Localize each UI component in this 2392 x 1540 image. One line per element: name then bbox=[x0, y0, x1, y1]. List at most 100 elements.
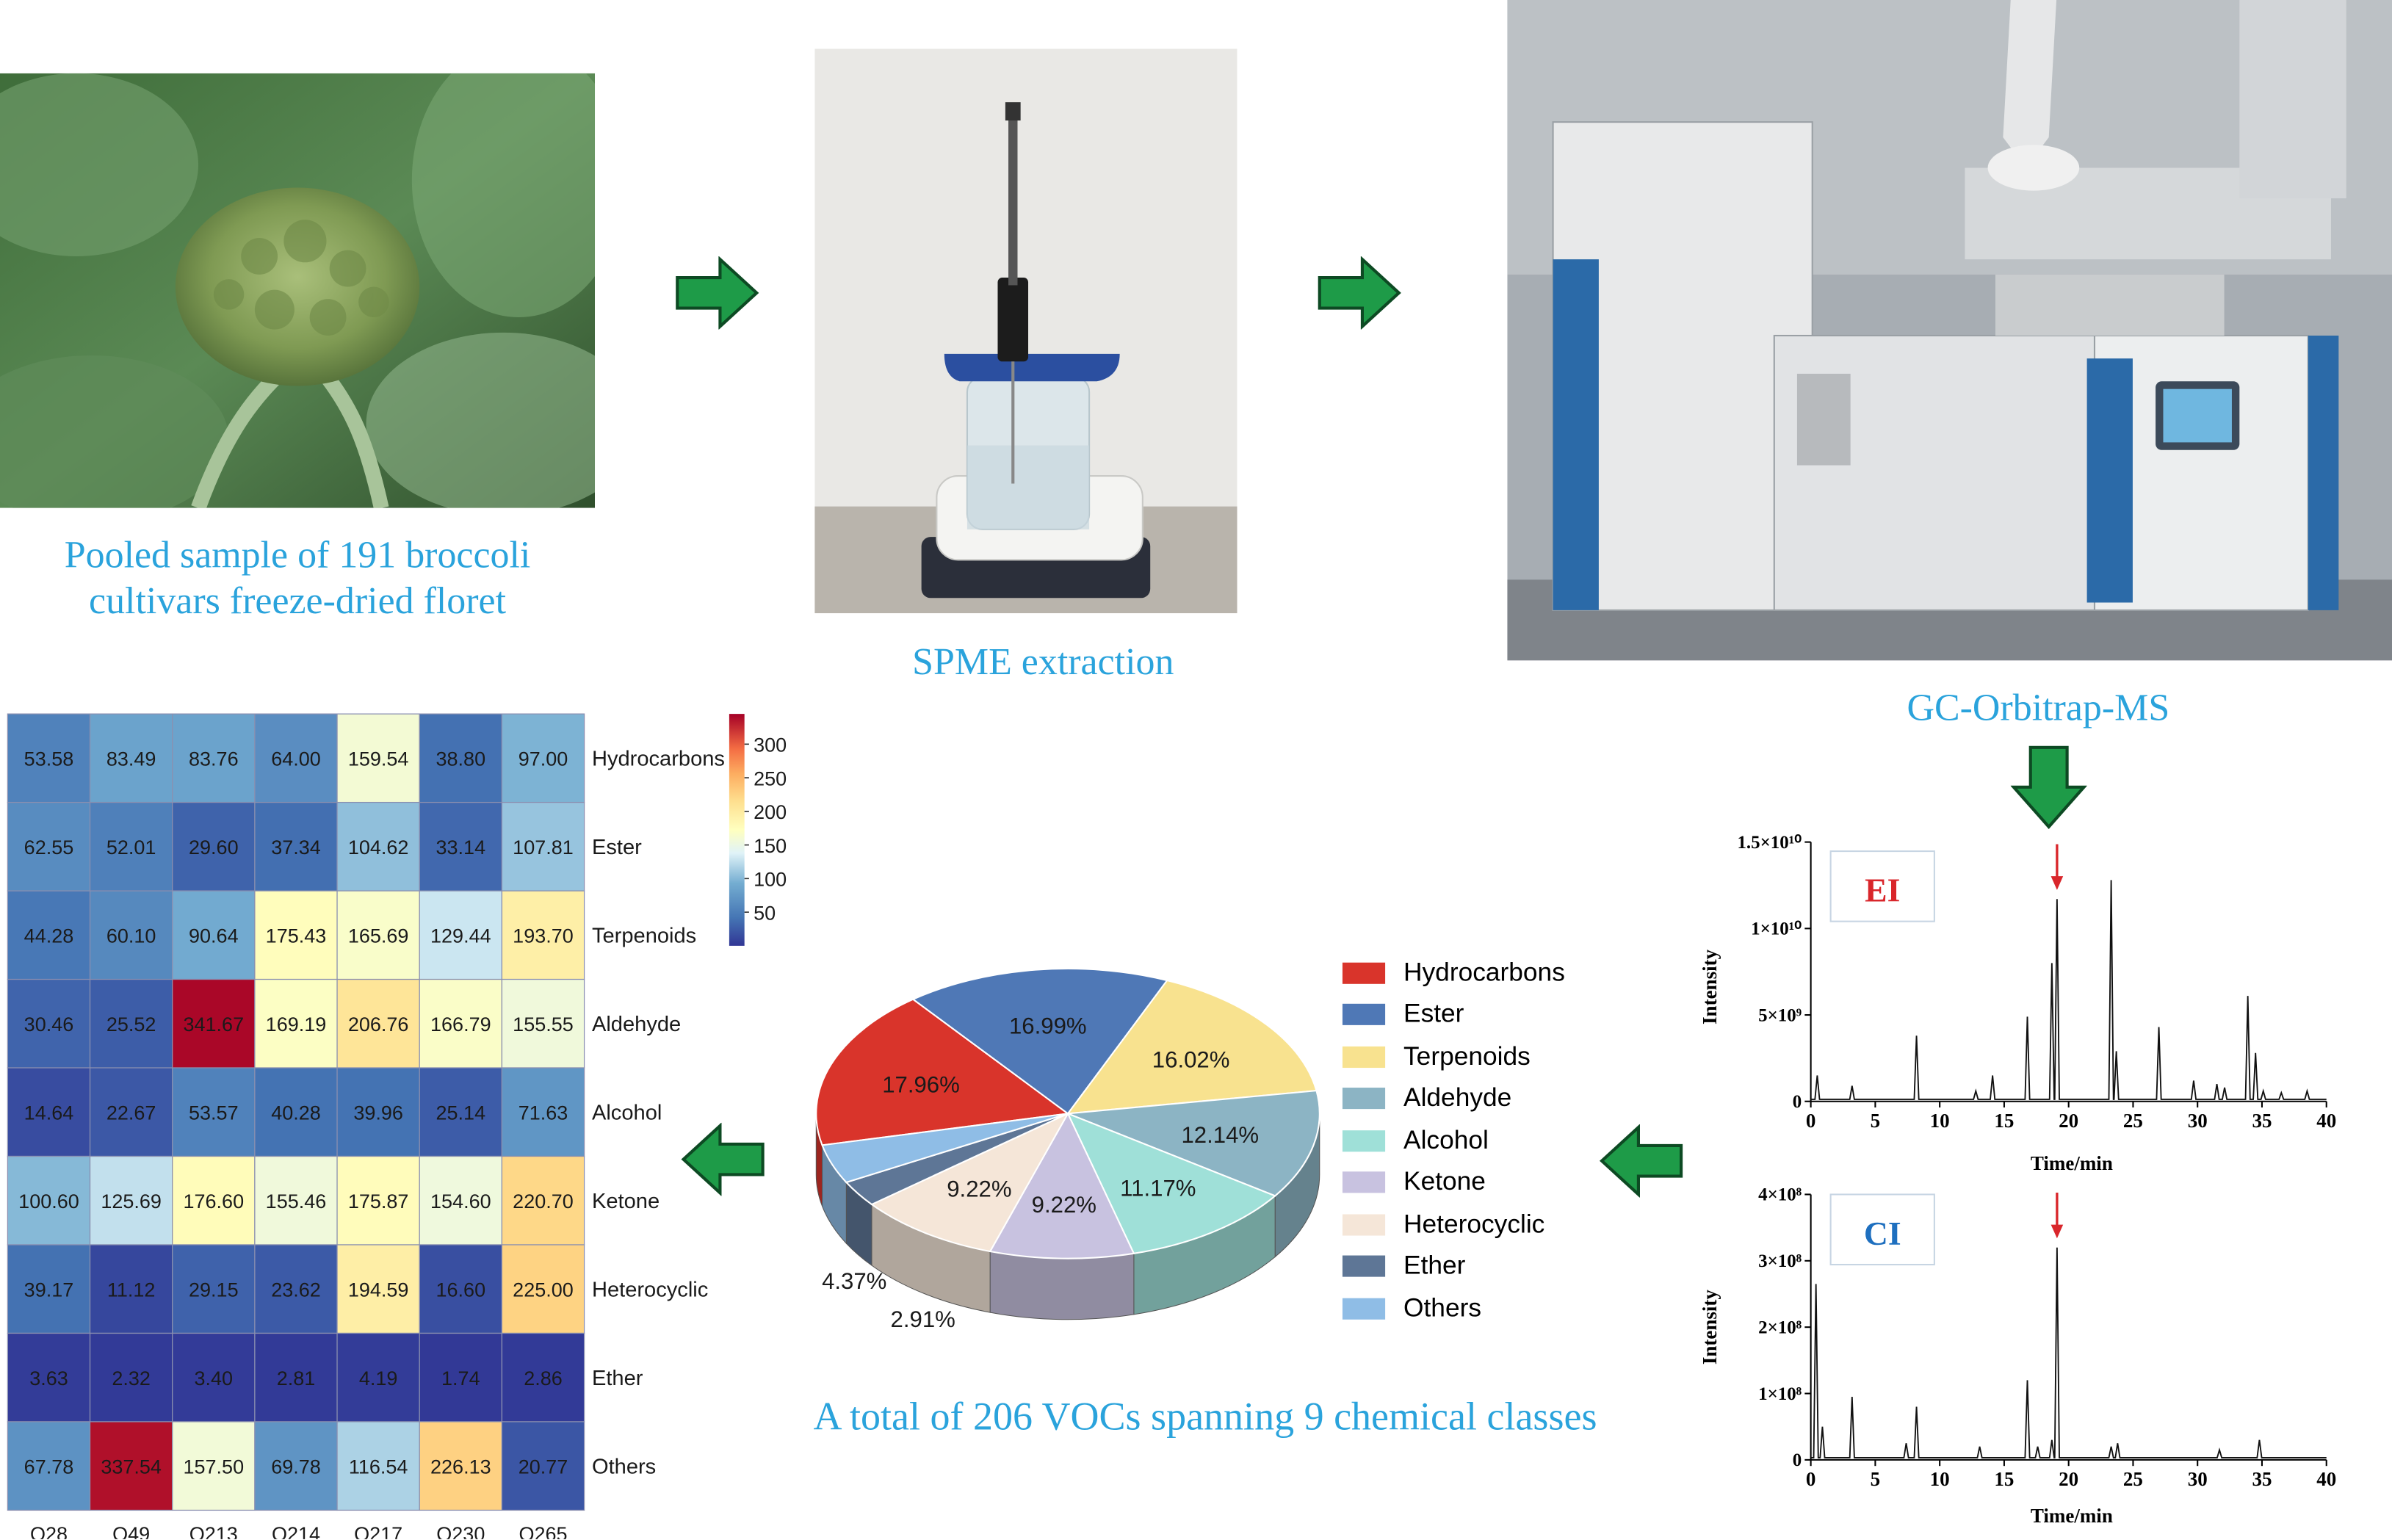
colorbar-tick-label: 200 bbox=[754, 801, 787, 823]
heatmap-cell-value: 194.59 bbox=[348, 1279, 409, 1301]
heatmap-cell-value: 175.43 bbox=[266, 925, 327, 947]
x-tick-label: 30 bbox=[2188, 1468, 2208, 1490]
y-tick-label: 4×10⁸ bbox=[1758, 1185, 1802, 1205]
heatmap-cell-value: 166.79 bbox=[430, 1013, 491, 1035]
ei-label: EI bbox=[1865, 872, 1900, 909]
heatmap-cell-value: 3.63 bbox=[29, 1367, 68, 1389]
heatmap-cell bbox=[172, 1244, 256, 1334]
heatmap-cell-value: 38.80 bbox=[436, 748, 486, 770]
heatmap-column-label: Q28 bbox=[30, 1523, 68, 1539]
heatmap-cell bbox=[336, 1067, 420, 1157]
heatmap-cell bbox=[501, 1332, 585, 1422]
heatmap-cell bbox=[172, 1155, 256, 1246]
heatmap-cell-value: 25.14 bbox=[436, 1102, 486, 1124]
heatmap-cell-value: 155.46 bbox=[266, 1190, 327, 1212]
y-tick-label: 1.5×10¹⁰ bbox=[1737, 833, 1802, 853]
x-tick-label: 35 bbox=[2252, 1468, 2272, 1490]
arrow-right-2 bbox=[1318, 256, 1401, 330]
pie-value-label: 16.99% bbox=[1009, 1013, 1087, 1038]
voc-pie-chart: 17.96%16.99%16.02%12.14%11.17%9.22%9.22%… bbox=[815, 967, 1320, 1332]
x-tick-label: 40 bbox=[2316, 1110, 2336, 1132]
ci-xlabel: Time/min bbox=[2031, 1505, 2113, 1527]
y-tick-label: 1×10¹⁰ bbox=[1751, 919, 1802, 939]
heatmap-cell bbox=[89, 1244, 173, 1334]
heatmap-cell bbox=[336, 713, 420, 803]
heatmap-cell-value: 97.00 bbox=[518, 748, 568, 770]
gcms-caption: GC-Orbitrap-MS bbox=[1907, 687, 2170, 729]
legend-swatch bbox=[1342, 1004, 1386, 1026]
ei-label-box bbox=[1829, 850, 1935, 922]
heatmap-cell bbox=[254, 1421, 338, 1511]
heatmap-cell bbox=[501, 890, 585, 980]
heatmap-cell-value: 2.86 bbox=[524, 1367, 563, 1389]
heatmap-cell-value: 30.46 bbox=[24, 1013, 74, 1035]
heatmap-cell bbox=[254, 801, 338, 892]
heatmap-cell bbox=[254, 1155, 338, 1246]
heatmap-cell-value: 20.77 bbox=[518, 1456, 568, 1478]
heatmap-cell-value: 3.40 bbox=[195, 1367, 234, 1389]
pie-value-label: 9.22% bbox=[1032, 1192, 1096, 1218]
spme-photo bbox=[814, 48, 1237, 614]
legend-item: Ketone bbox=[1342, 1162, 1617, 1204]
heatmap-cell-value: 169.19 bbox=[266, 1013, 327, 1035]
heatmap-cell-value: 125.69 bbox=[101, 1190, 162, 1212]
heatmap-cell bbox=[172, 1421, 256, 1511]
heatmap-cell bbox=[172, 978, 256, 1069]
heatmap-cell-value: 29.15 bbox=[189, 1279, 239, 1301]
ei-xlabel: Time/min bbox=[2031, 1152, 2113, 1174]
heatmap-cell-value: 176.60 bbox=[184, 1190, 245, 1212]
legend-label: Heterocyclic bbox=[1403, 1209, 1545, 1239]
heatmap-cell-value: 2.32 bbox=[112, 1367, 151, 1389]
ci-label: CI bbox=[1864, 1215, 1901, 1252]
heatmap-cell-value: 29.60 bbox=[189, 836, 239, 858]
heatmap-cell bbox=[7, 1067, 91, 1157]
legend-swatch bbox=[1342, 1298, 1386, 1320]
heatmap-cell bbox=[7, 978, 91, 1069]
heatmap-cell-value: 53.57 bbox=[189, 1102, 239, 1124]
heatmap-cell-value: 39.96 bbox=[353, 1102, 403, 1124]
heatmap-cell-value: 52.01 bbox=[106, 836, 156, 858]
heatmap-cell-value: 193.70 bbox=[513, 925, 574, 947]
heatmap-cell bbox=[419, 1421, 503, 1511]
pie-value-label: 9.22% bbox=[947, 1176, 1011, 1202]
heatmap-cell bbox=[501, 1244, 585, 1334]
legend-item: Aldehyde bbox=[1342, 1078, 1617, 1120]
heatmap-cell bbox=[7, 801, 91, 892]
colorbar-tick-label: 150 bbox=[754, 835, 787, 857]
x-tick-label: 25 bbox=[2123, 1110, 2143, 1132]
x-tick-label: 20 bbox=[2059, 1468, 2078, 1490]
heatmap-row-label: Aldehyde bbox=[592, 1013, 681, 1036]
legend-label: Alcohol bbox=[1403, 1125, 1489, 1154]
heatmap-cell-value: 226.13 bbox=[430, 1456, 491, 1478]
y-tick-label: 0 bbox=[1793, 1450, 1802, 1470]
x-tick-label: 15 bbox=[1994, 1468, 2014, 1490]
heatmap-cell bbox=[7, 1421, 91, 1511]
heatmap-cell bbox=[7, 1332, 91, 1422]
heatmap-cell bbox=[501, 978, 585, 1069]
heatmap-cell-value: 157.50 bbox=[184, 1456, 245, 1478]
pie-slice bbox=[815, 998, 1070, 1146]
heatmap-cell-value: 1.74 bbox=[441, 1367, 480, 1389]
heatmap-cell bbox=[89, 1155, 173, 1246]
heatmap-row-label: Hydrocarbons bbox=[592, 748, 725, 771]
heatmap-row-label: Ester bbox=[592, 836, 642, 859]
y-tick-label: 1×10⁸ bbox=[1758, 1384, 1802, 1404]
legend-swatch bbox=[1342, 962, 1386, 984]
y-tick-label: 0 bbox=[1793, 1092, 1802, 1112]
heatmap-cell-value: 2.81 bbox=[277, 1367, 316, 1389]
legend-swatch bbox=[1342, 1046, 1386, 1068]
pie-slice-side bbox=[989, 1251, 1135, 1320]
pie-value-label: 16.02% bbox=[1152, 1047, 1230, 1073]
heatmap-column-label: Q49 bbox=[112, 1523, 150, 1539]
heatmap-cell-value: 107.81 bbox=[513, 836, 574, 858]
heatmap-column-label: Q213 bbox=[189, 1523, 238, 1539]
heatmap-cell bbox=[89, 890, 173, 980]
y-tick-label: 5×10⁹ bbox=[1758, 1005, 1802, 1025]
heatmap-row-label: Ketone bbox=[592, 1190, 660, 1213]
heatmap-cell-value: 90.64 bbox=[189, 925, 239, 947]
legend-label: Hydrocarbons bbox=[1403, 957, 1565, 987]
